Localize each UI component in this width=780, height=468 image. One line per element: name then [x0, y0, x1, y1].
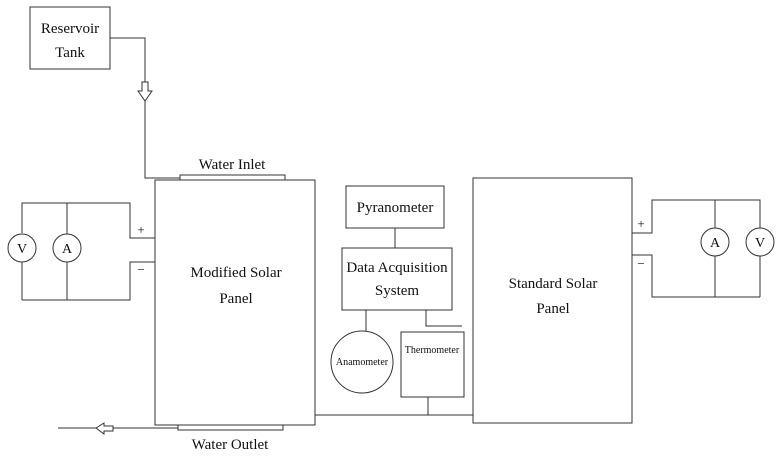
standard-solar-panel: Standard Solar Panel — [472, 177, 633, 424]
right-plus-terminal: + — [637, 216, 644, 231]
pyranometer-label: Pyranometer — [357, 200, 434, 216]
reservoir-tank-label-line1: Reservoir — [41, 21, 99, 37]
anamometer-label: Anamometer — [336, 357, 389, 368]
right-minus-terminal: − — [637, 256, 644, 271]
data-acquisition-system: Data Acquisition System — [341, 247, 453, 311]
outlet-pipe — [58, 422, 178, 435]
thermometer-label: Thermometer — [405, 345, 460, 356]
pyranometer: Pyranometer — [345, 185, 445, 229]
left-ammeter-symbol: A — [62, 242, 73, 257]
data-acquisition-label-line1: Data Acquisition — [346, 260, 448, 276]
water-inlet: Water Inlet — [179, 157, 286, 181]
supply-pipe — [110, 37, 180, 179]
standard-solar-panel-label-line1: Standard Solar — [509, 276, 598, 292]
right-voltmeter-symbol: V — [755, 236, 765, 251]
right-ammeter — [700, 227, 730, 257]
thermometer: Thermometer — [400, 331, 465, 398]
flow-down-arrow-icon — [137, 81, 153, 102]
right-voltmeter — [745, 227, 775, 257]
left-voltmeter — [7, 233, 37, 263]
modified-solar-panel: Modified Solar Panel — [154, 179, 316, 426]
reservoir-tank-label-line2: Tank — [55, 45, 85, 61]
left-voltmeter-symbol: V — [17, 242, 27, 257]
left-ammeter — [52, 233, 82, 263]
water-outlet-label: Water Outlet — [192, 437, 270, 453]
left-plus-terminal: + — [137, 222, 144, 237]
left-minus-terminal: − — [137, 262, 144, 277]
right-ammeter-symbol: A — [710, 236, 721, 251]
flow-left-arrow-icon — [95, 422, 114, 435]
reservoir-tank: Reservoir Tank — [29, 6, 111, 70]
data-acquisition-label-line2: System — [375, 283, 420, 299]
right-meter-circuit: A V + − — [632, 199, 775, 298]
modified-solar-panel-label-line2: Panel — [219, 291, 252, 307]
water-inlet-label: Water Inlet — [199, 157, 267, 173]
anamometer: Anamometer — [330, 330, 394, 394]
left-meter-circuit: V A + − — [7, 202, 155, 301]
modified-solar-panel-label-line1: Modified Solar — [190, 265, 281, 281]
standard-solar-panel-label-line2: Panel — [536, 301, 569, 317]
water-outlet: Water Outlet — [177, 424, 284, 453]
